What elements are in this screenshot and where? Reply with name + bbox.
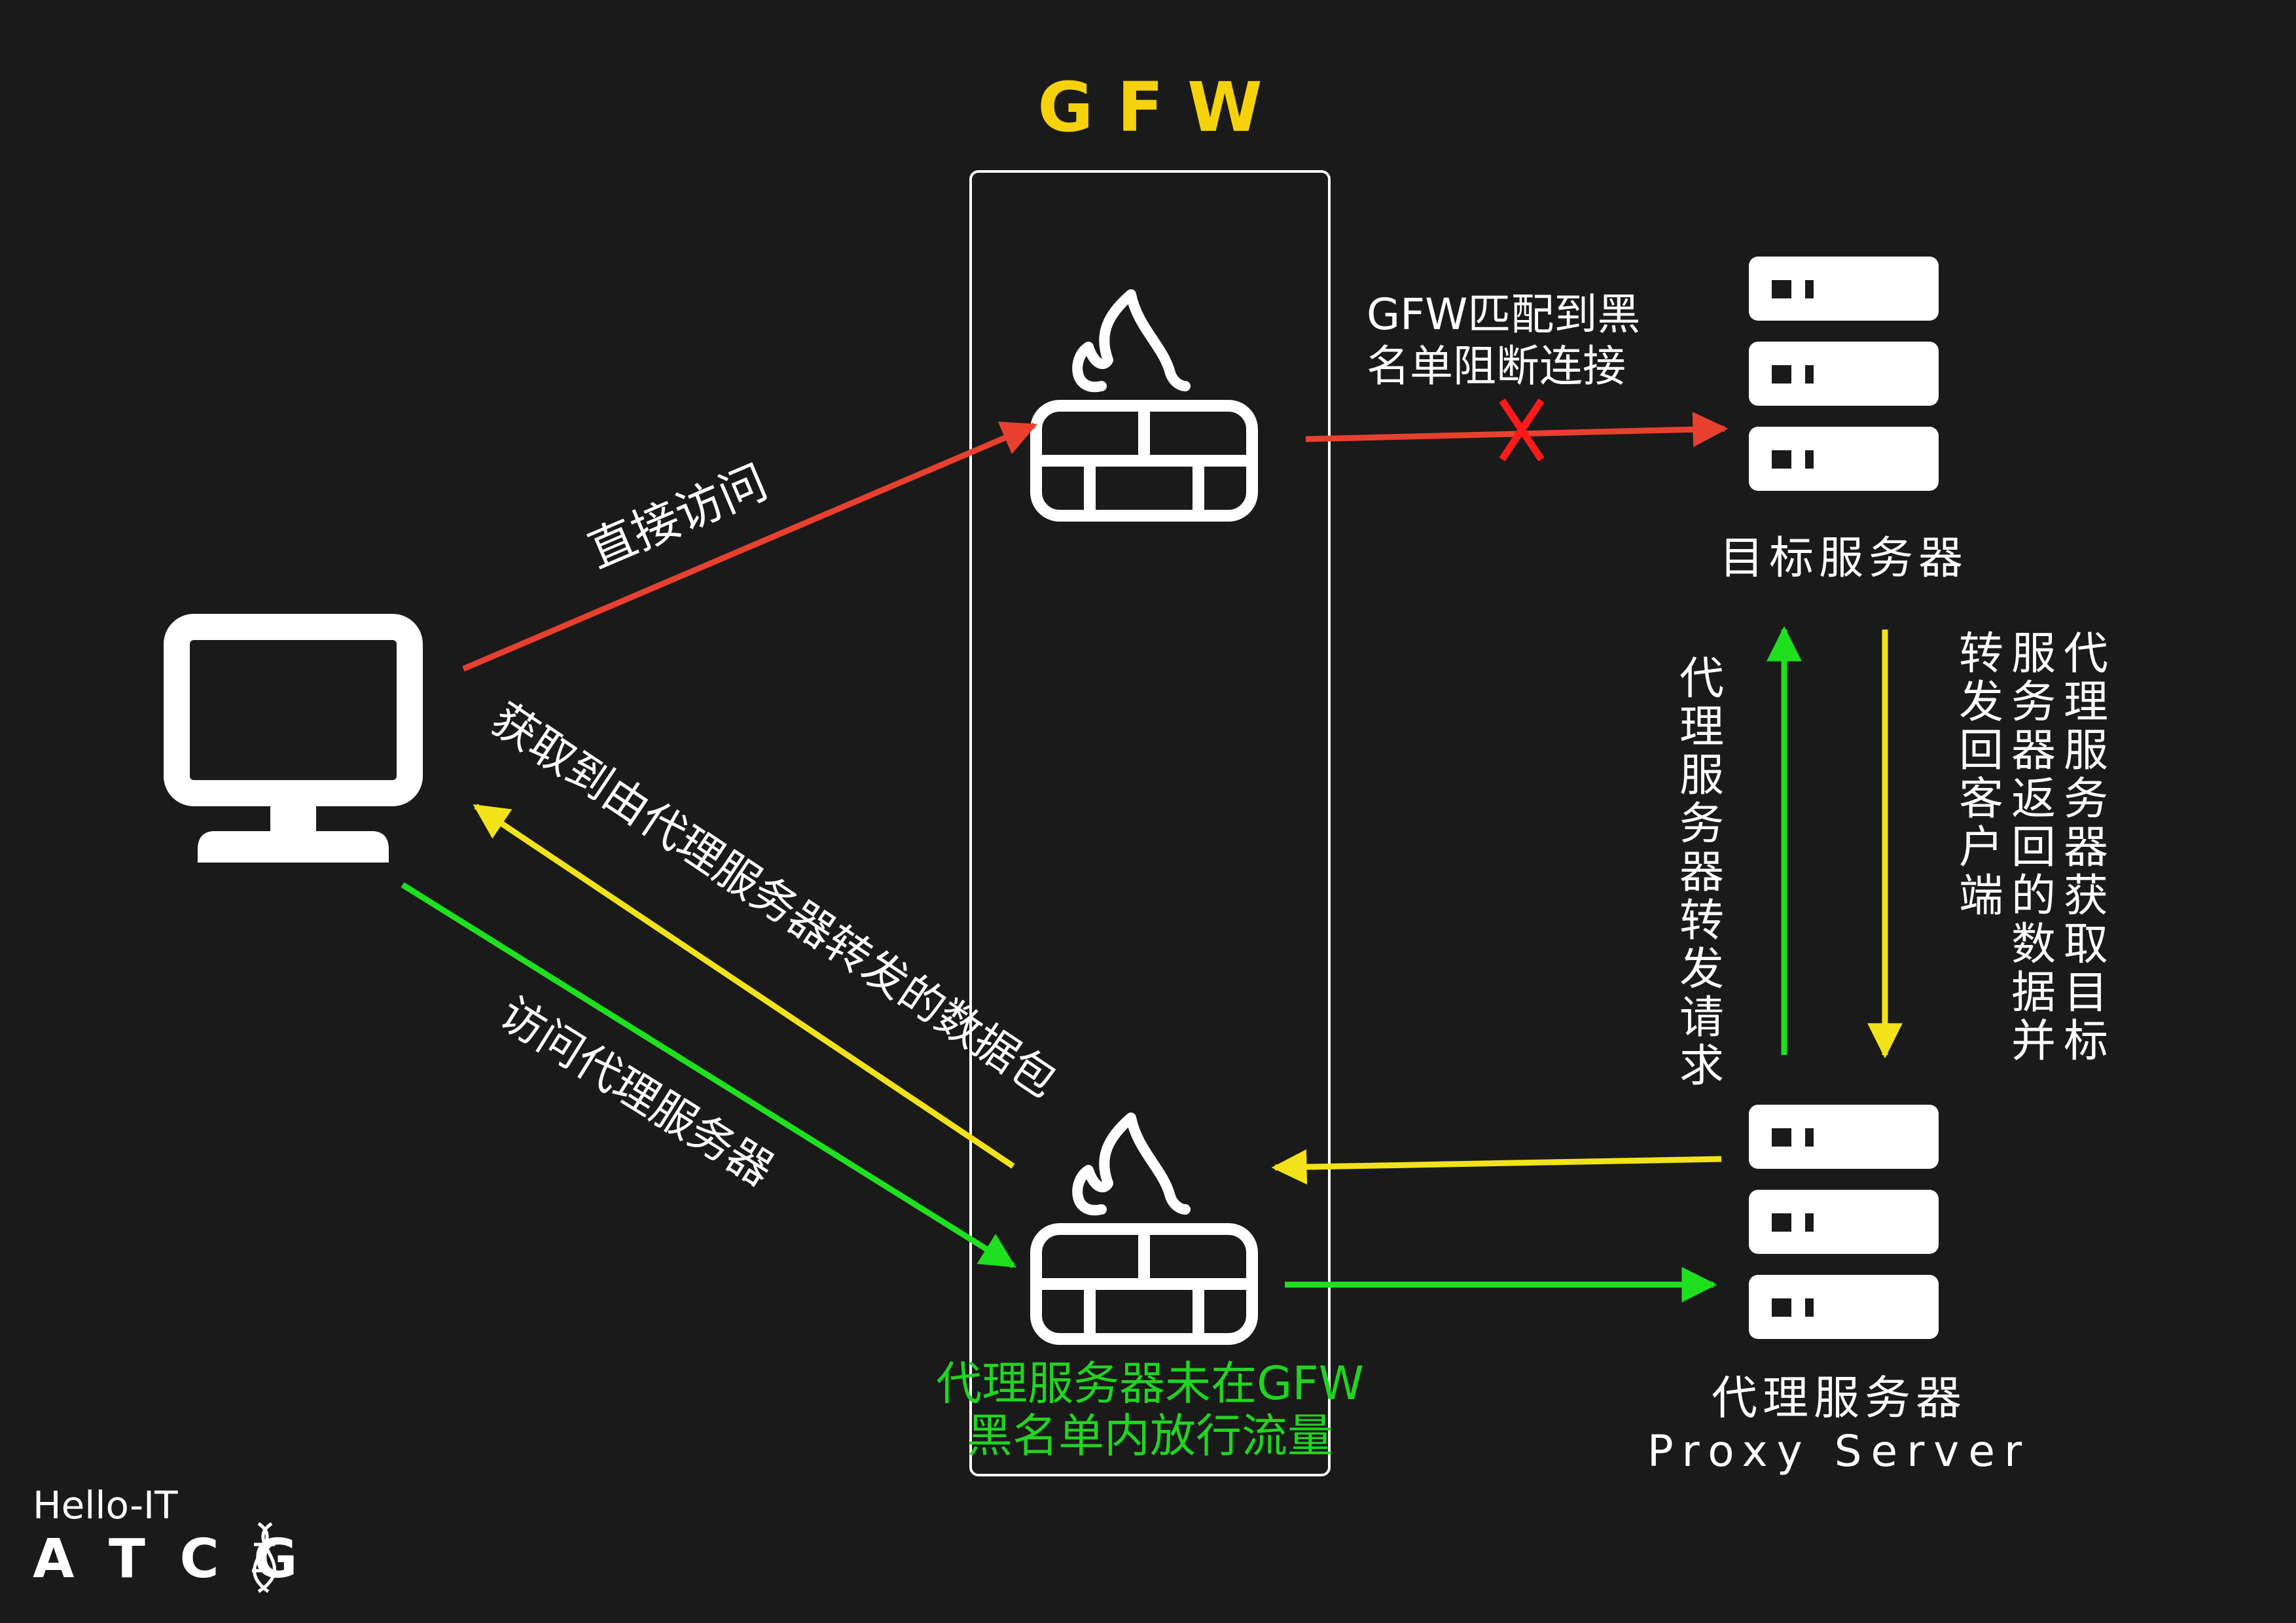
arrow-visit-proxy — [401, 882, 1016, 1268]
label-proxy-return-col2: 服务器返回的数据并 — [2003, 630, 2055, 1065]
arrow-proxy-to-gfw — [1271, 1149, 1722, 1185]
logo-atcg: A T C G — [33, 1528, 306, 1590]
gfw-boundary-box — [969, 170, 1331, 1476]
dna-icon — [252, 1522, 276, 1594]
label-proxy-return-col3: 转发回客户端 — [1951, 630, 2003, 920]
firewall-icon-bottom — [1036, 1118, 1252, 1339]
label-proxy-server-en: Proxy Server — [1647, 1426, 2031, 1476]
label-allow-line1: 代理服务器未在GFW — [936, 1357, 1364, 1410]
firewall-icon-top — [1036, 294, 1252, 516]
arrow-data-return-client — [473, 804, 1015, 1169]
label-direct-access: 直接访问 — [580, 454, 775, 579]
target-server-icon — [1749, 257, 1939, 491]
blocked-cross-icon — [1499, 398, 1545, 462]
label-blocked-line2: 名单阻断连接 — [1367, 341, 1626, 391]
label-proxy-server-cn: 代理服务器 — [1712, 1371, 1967, 1425]
proxy-server-icon — [1749, 1105, 1939, 1339]
monitor-icon — [164, 614, 423, 863]
label-allow-line2: 黑名单内放行流量 — [967, 1409, 1333, 1463]
label-target-server: 目标服务器 — [1719, 533, 1968, 584]
label-proxy-return-col1: 代理服务器获取目标 — [2056, 630, 2108, 1065]
arrow-direct-access — [462, 421, 1037, 672]
label-proxy-forward-request: 代理服务器转发请求 — [1672, 654, 1723, 1090]
label-blocked-line1: GFW匹配到黑 — [1367, 289, 1640, 340]
logo-hello-it: Hello-IT — [33, 1483, 178, 1527]
gfw-title: G F W — [1037, 67, 1263, 147]
